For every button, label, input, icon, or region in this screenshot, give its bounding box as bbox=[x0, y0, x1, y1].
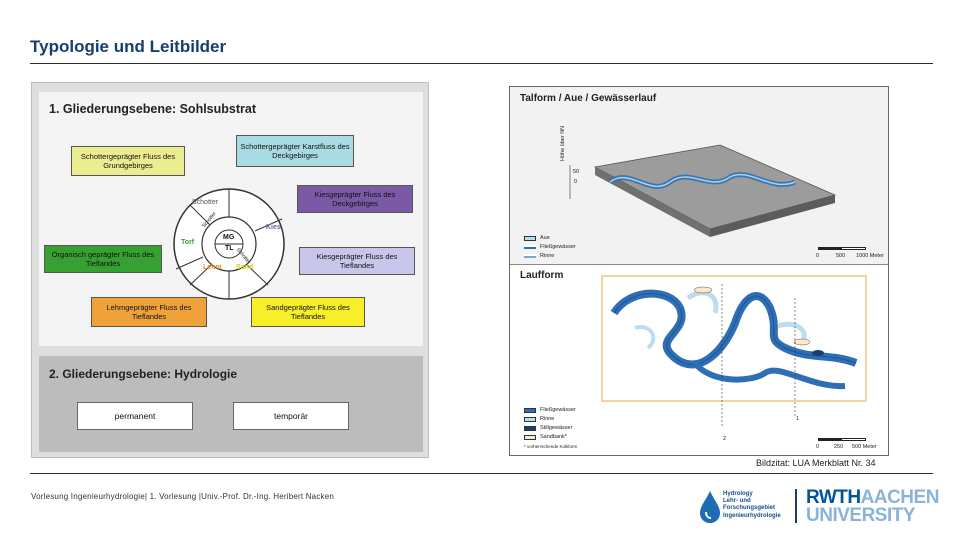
valley-form-section: Talform / Aue / Gewässerlauf Höhe über N… bbox=[510, 87, 888, 265]
rwth-logo-aachen: AACHEN bbox=[860, 487, 940, 508]
hydrology-logo-text: Hydrology Lehr- und Forschungsgebiet Ing… bbox=[723, 491, 781, 519]
course-form-section: Laufform 1 2 Fließgewässer Rinne Stillge… bbox=[510, 268, 888, 455]
valley-scale-0: 0 bbox=[816, 253, 820, 259]
valley-legend-aue: Aue bbox=[524, 235, 550, 241]
top-rule bbox=[30, 63, 933, 64]
wheel-label-torf: Torf bbox=[181, 239, 195, 246]
wheel-label-kies: Kies bbox=[266, 224, 281, 231]
box-lehm-tiefland: Lehmgeprägter Fluss des Tieflandes bbox=[91, 297, 207, 327]
river-course-graphic bbox=[601, 275, 867, 428]
wheel-label-sand: Sand bbox=[236, 264, 254, 271]
course-footnote: * vorherrschende Kolkform bbox=[524, 444, 578, 449]
water-drop-icon bbox=[700, 491, 720, 523]
section-mark-1: 1 bbox=[796, 416, 800, 422]
substrate-section: 1. Gliederungsebene: Sohlsubstrat Schott… bbox=[39, 92, 423, 346]
course-scale-250: 250 bbox=[834, 444, 844, 450]
bottom-rule bbox=[30, 473, 933, 474]
valley-legend-rinne: Rinne bbox=[524, 253, 554, 259]
image-caption: Bildzitat: LUA Merkblatt Nr. 34 bbox=[756, 458, 876, 468]
valley-form-title: Talform / Aue / Gewässerlauf bbox=[520, 93, 657, 104]
valley-legend-fliessgewaesser: Fließgewässer bbox=[524, 244, 576, 250]
valley-axis-label: Höhe über NN bbox=[560, 125, 566, 161]
course-legend-stillgewaesser: Stillgewässer bbox=[524, 425, 572, 431]
valley-scale-bar bbox=[818, 247, 866, 250]
valley-scale-1000: 1000 Meter bbox=[856, 253, 884, 259]
wheel-label-mg: MG bbox=[223, 234, 235, 241]
course-scale-0: 0 bbox=[816, 444, 820, 450]
section-mark-2: 2 bbox=[723, 436, 727, 442]
wheel-label-lehm: Lehm bbox=[203, 264, 222, 271]
box-kies-deckgebirge: Kiesgeprägter Fluss des Deckgebirges bbox=[297, 185, 413, 213]
box-sand-tiefland: Sandgeprägter Fluss des Tieflandes bbox=[251, 297, 365, 327]
hydrology-section: 2. Gliederungsebene: Hydrologie permanen… bbox=[39, 356, 423, 452]
course-scale-bar bbox=[818, 438, 866, 441]
wheel-label-schotter: Schotter bbox=[192, 199, 219, 206]
valley-terrain-graphic bbox=[569, 144, 837, 237]
slide-title: Typologie und Leitbilder bbox=[30, 37, 227, 56]
box-permanent: permanent bbox=[77, 402, 193, 430]
rwth-logo-rwth: RWTH bbox=[806, 487, 861, 508]
box-temporaer: temporär bbox=[233, 402, 349, 430]
rwth-aachen-logo: RWTHAACHEN UNIVERSITY bbox=[806, 487, 940, 526]
course-form-title: Laufform bbox=[520, 270, 564, 281]
substrate-diagram: 1. Gliederungsebene: Sohlsubstrat Schott… bbox=[31, 82, 429, 458]
valley-scale-500: 500 bbox=[836, 253, 846, 259]
hydrology-institute-logo: Hydrology Lehr- und Forschungsgebiet Ing… bbox=[699, 490, 791, 526]
footer-lecture-info: Vorlesung Ingenieurhydrologie| 1. Vorles… bbox=[31, 492, 335, 501]
substrate-section-title: 1. Gliederungsebene: Sohlsubstrat bbox=[49, 102, 256, 116]
course-legend-fliessgewaesser: Fließgewässer bbox=[524, 407, 576, 413]
course-legend-sandbank: Sandbank* bbox=[524, 434, 567, 440]
logo-divider bbox=[795, 489, 797, 523]
box-organisch-tiefland: Organisch geprägter Fluss des Tieflandes bbox=[44, 245, 162, 273]
box-schotter-grundgebirge: Schottergeprägter Fluss des Grundgebirge… bbox=[71, 146, 185, 176]
substrate-wheel-graphic bbox=[173, 188, 285, 300]
box-schotter-karstfluss: Schottergeprägter Karstfluss des Deckgeb… bbox=[236, 135, 354, 167]
valley-axis-0: 0 bbox=[574, 179, 578, 185]
box-kies-tiefland: Kiesgeprägter Fluss des Tieflandes bbox=[299, 247, 415, 275]
valley-axis-50: 50 bbox=[573, 169, 580, 175]
hydrology-section-title: 2. Gliederungsebene: Hydrologie bbox=[49, 367, 238, 381]
wheel-label-tl: TL bbox=[225, 245, 234, 252]
valley-course-diagram: Talform / Aue / Gewässerlauf Höhe über N… bbox=[509, 86, 889, 456]
course-scale-500: 500 Meter bbox=[852, 444, 877, 450]
substrate-wheel: Schotter Kies Torf Lehm Sand MG TL Schot… bbox=[172, 187, 286, 301]
course-legend-rinne: Rinne bbox=[524, 416, 554, 422]
rwth-logo-university: UNIVERSITY bbox=[806, 505, 916, 526]
